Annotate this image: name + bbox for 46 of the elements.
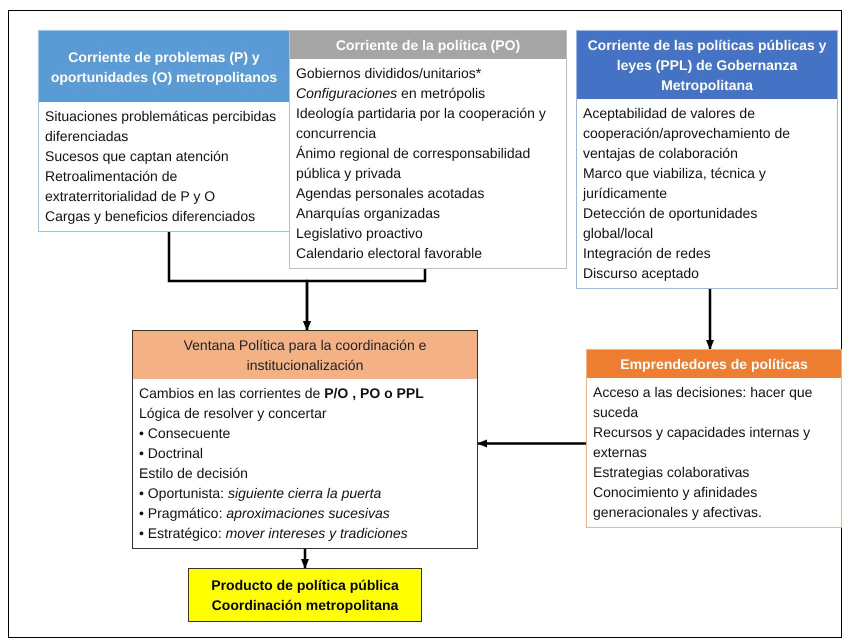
list-item: Legislativo proactivo (296, 224, 424, 243)
list-item: Configuraciones en metrópolis (296, 84, 486, 103)
list-item: Conocimiento y afinidades generacionales y afectivas. (593, 483, 763, 522)
box-header: Corriente de problemas (P) y oportunidades (O) metropolitanos (39, 31, 289, 102)
list-item: Cambios en las corrientes de P/O , PO o PPL (139, 384, 425, 403)
box-text: Coordinación metropolitana (212, 596, 398, 615)
list-item: Estrategias colaborativas (593, 463, 750, 482)
stream-box (576, 30, 838, 289)
list-item: Cargas y beneficios diferenciados (45, 207, 256, 226)
box-header: Corriente de las políticas públicas y leyes (PPL) de Gobernanza Metropolitana (577, 31, 837, 99)
list-item: Ánimo regional de corresponsabilidad pública y privada (296, 144, 532, 183)
list-item: • Pragmático: aproximaciones sucesivas (139, 504, 391, 523)
list-item: Ideología partidaria por la cooperación y concurrencia (296, 104, 547, 143)
list-item: Retroalimentación de extraterritorialidad de P y O (45, 167, 216, 206)
list-item: Recursos y capacidades internas y externas (593, 423, 812, 462)
list-item: Detección de oportunidades global/local (583, 204, 758, 243)
list-item: Marco que viabiliza, técnica y jurídicamente (583, 164, 767, 203)
stream-box (38, 30, 290, 232)
list-item: Estilo de decisión (139, 464, 249, 483)
box-header: Ventana Política para la coordinación e institucionalización (133, 331, 477, 379)
list-item: Aceptabilidad de valores de cooperación/aprovechamiento de ventajas de colaboración (583, 104, 792, 163)
list-item: Agendas personales acotadas (296, 184, 486, 203)
stream-box (586, 349, 842, 528)
box-header: Emprendedores de políticas (587, 350, 841, 378)
list-item: • Estratégico: mover intereses y tradiciones (139, 524, 409, 543)
arrow (706, 289, 714, 350)
arrow (477, 440, 586, 448)
list-item: Gobiernos divididos/unitarios* (296, 64, 482, 83)
box-header: Corriente de la política (PO) (290, 31, 566, 59)
list-item: Lógica de resolver y concertar (139, 404, 328, 423)
list-item: Sucesos que captan atención (45, 147, 230, 166)
box-text: Producto de política pública (211, 576, 399, 595)
arrow (303, 269, 426, 331)
list-item: Situaciones problemáticas percibidas diferenciadas (45, 107, 278, 146)
list-item: • Consecuente (139, 424, 232, 443)
output-box (188, 568, 422, 622)
list-item: • Oportunista: siguiente cierra la puerta (139, 484, 382, 503)
list-item: • Doctrinal (139, 444, 204, 463)
arrow (301, 549, 309, 569)
list-item: Acceso a las decisiones: hacer que suceda (593, 383, 814, 422)
list-item: Discurso aceptado (583, 264, 700, 283)
list-item: Anarquías organizadas (296, 204, 441, 223)
list-item: Integración de redes (583, 244, 712, 263)
stream-box (289, 30, 567, 269)
list-item: Calendario electoral favorable (296, 244, 483, 263)
stream-box (132, 330, 478, 549)
